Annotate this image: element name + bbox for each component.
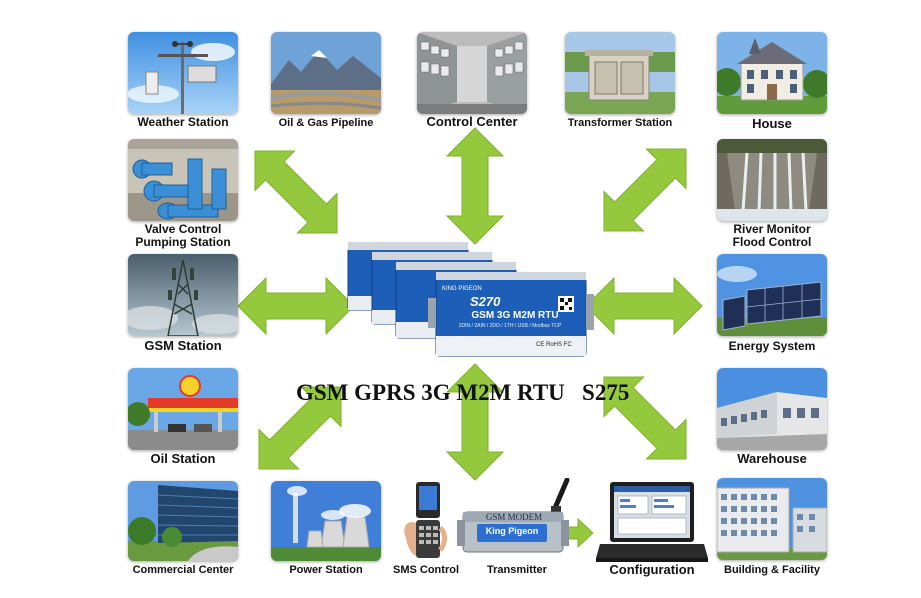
- label-flood-control: Flood Control: [732, 235, 812, 249]
- rtu-device-stack: [347, 242, 594, 357]
- laptop-icon: [596, 478, 708, 564]
- gsm-modem-icon: GSM MODEM King Pigeon: [455, 477, 580, 564]
- warehouse-photo: [717, 368, 827, 450]
- label-configuration: Configuration: [609, 562, 695, 577]
- house-photo: [717, 32, 827, 114]
- label-control-center: Control Center: [426, 114, 518, 129]
- mobile-phone-icon: [400, 478, 450, 564]
- label-transformer-station: Transformer Station: [567, 117, 673, 129]
- transformer-photo: [565, 32, 675, 114]
- device-cert: CE RoHS FC: [536, 342, 572, 348]
- arrow-house: [583, 128, 707, 252]
- label-gsm-station: GSM Station: [144, 338, 222, 353]
- arrow-control: [446, 127, 504, 245]
- modem-brand: King Pigeon: [485, 526, 539, 536]
- label-valve-control: Valve Control: [144, 222, 222, 236]
- label-oil-gas-pipeline: Oil & Gas Pipeline: [278, 117, 374, 129]
- arrow-warehouse: [583, 356, 707, 480]
- office-building-photo: [128, 481, 238, 561]
- label-sms-control: SMS Control: [393, 564, 459, 576]
- label-transmitter: Transmitter: [487, 564, 547, 576]
- label-weather-station: Weather Station: [137, 115, 229, 129]
- modem-title: GSM MODEM: [485, 512, 543, 522]
- dam-photo: [717, 139, 827, 221]
- label-pumping-station: Pumping Station: [135, 235, 231, 249]
- device-model: S270: [470, 294, 501, 309]
- control-room-photo: [417, 32, 527, 114]
- label-oil-station: Oil Station: [150, 451, 216, 466]
- arrow-weather: [234, 130, 358, 254]
- cell-tower-photo: [128, 254, 238, 336]
- device-brand: KING PIGEON: [442, 286, 482, 292]
- arrow-gsm: [237, 277, 355, 335]
- label-power-station: Power Station: [289, 564, 363, 576]
- power-plant-photo: [271, 481, 381, 561]
- gas-station-photo: [128, 368, 238, 450]
- apartment-building-photo: [717, 478, 827, 560]
- diagram-title: GSM GPRS 3G M2M RTU S275: [296, 380, 630, 405]
- pump-photo: [128, 139, 238, 221]
- device-features: 2DIN / 2AIN / 2DO / 1TH / USB / Modbus T…: [458, 323, 562, 329]
- label-energy-system: Energy System: [728, 339, 816, 353]
- label-building-facility: Building & Facility: [724, 564, 820, 576]
- label-house: House: [752, 116, 792, 131]
- solar-panel-photo: [717, 254, 827, 336]
- label-commercial-center: Commercial Center: [132, 564, 234, 576]
- label-river-monitor: River Monitor: [733, 222, 811, 236]
- pipeline-photo: [271, 32, 381, 114]
- label-warehouse: Warehouse: [737, 451, 807, 466]
- device-name: GSM 3G M2M RTU: [471, 310, 559, 321]
- weather-station-photo: [128, 32, 238, 114]
- rtu-unit-front: [428, 272, 594, 357]
